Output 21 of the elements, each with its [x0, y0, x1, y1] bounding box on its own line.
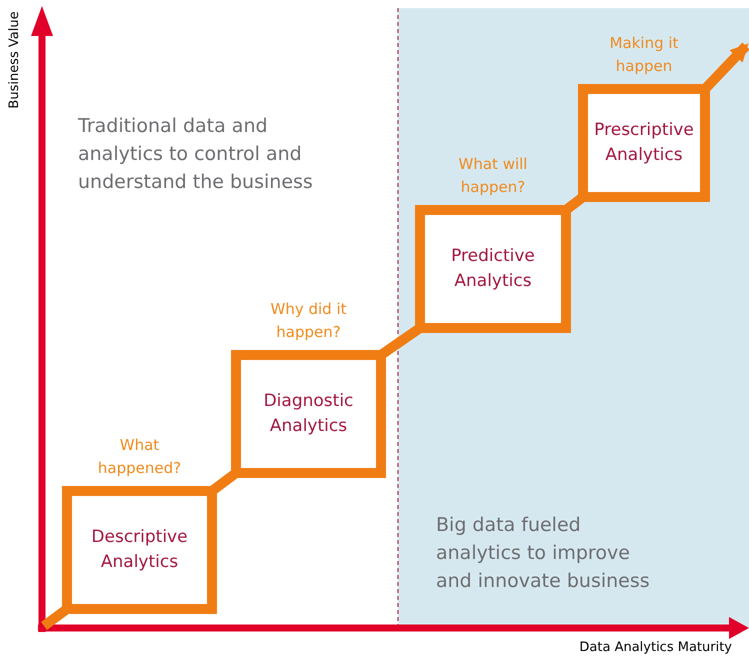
step-question: Why did it happen? — [269, 299, 348, 343]
step-title: Predictive Analytics — [450, 245, 536, 293]
step-question: What will happen? — [458, 154, 528, 198]
connector-line — [701, 42, 749, 92]
region-note: Big data fueled analytics to improve and innovate business — [436, 513, 651, 594]
step-box — [578, 84, 710, 202]
axis-title: Data Analytics Maturity — [578, 640, 732, 656]
step-box — [62, 486, 217, 614]
connector-line — [562, 193, 586, 214]
connector-line — [209, 469, 239, 495]
connector-line — [378, 324, 423, 360]
axis-title: Business Value — [7, 10, 23, 111]
step-question: Making it happen — [608, 33, 680, 77]
step-title: Descriptive Analytics — [90, 526, 189, 574]
step-box — [231, 350, 386, 478]
step-title: Diagnostic Analytics — [262, 390, 354, 438]
region-note: Traditional data and analytics to control and understand the business — [78, 114, 314, 195]
connector-line — [41, 604, 70, 630]
step-title: Prescriptive Analytics — [593, 119, 695, 167]
step-question: What happened? — [96, 435, 182, 479]
step-box — [415, 205, 571, 333]
